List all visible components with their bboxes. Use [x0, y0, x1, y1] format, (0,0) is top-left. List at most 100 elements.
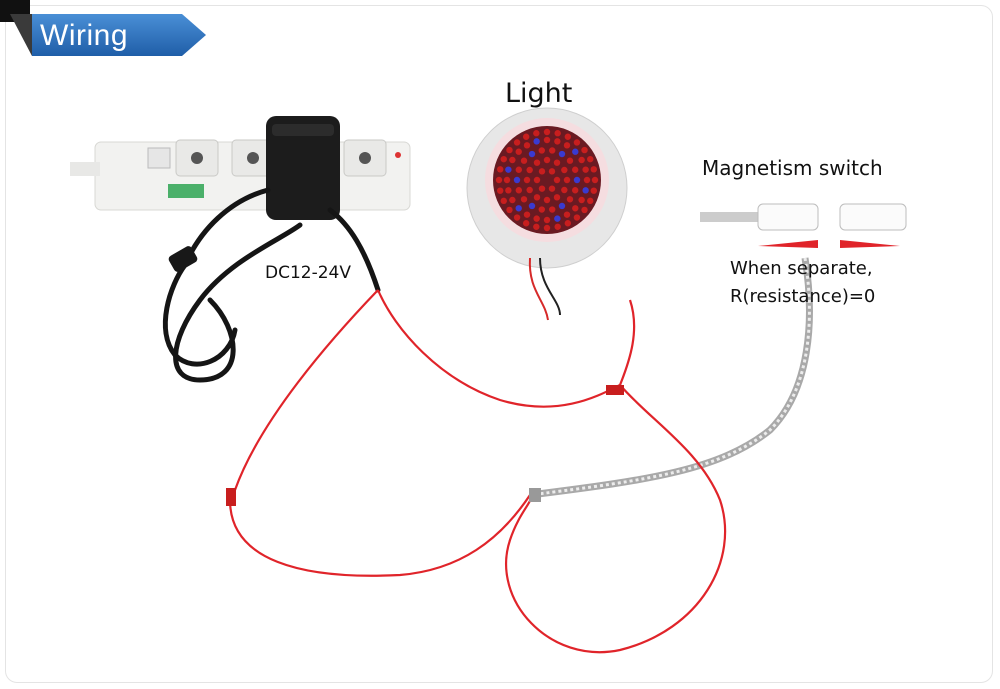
led-dot — [503, 176, 511, 184]
led-dot — [528, 150, 536, 158]
led-dot — [554, 130, 561, 137]
led-dot — [497, 187, 504, 194]
led-dot — [522, 133, 530, 140]
led-dot — [505, 187, 512, 194]
led-dot — [554, 138, 561, 145]
led-dot — [543, 196, 551, 204]
led-dot — [533, 223, 540, 230]
led-dot — [533, 176, 541, 184]
led-array — [495, 128, 599, 232]
led-dot — [526, 166, 533, 174]
led-dot — [553, 159, 561, 166]
led-dot — [573, 214, 581, 221]
led-dot — [523, 176, 531, 184]
led-dot — [523, 211, 531, 218]
power-adapter — [266, 116, 340, 220]
led-dot — [515, 148, 522, 155]
led-dot — [548, 168, 556, 175]
led-grow-light — [466, 107, 628, 321]
led-dot — [571, 187, 579, 194]
led-dot — [533, 138, 540, 145]
led-dot — [549, 147, 556, 154]
led-dot — [509, 196, 516, 204]
led-dot — [582, 166, 589, 173]
led-dot — [533, 194, 541, 201]
led-dot — [522, 220, 530, 227]
led-dot — [578, 156, 585, 164]
led-dot — [566, 196, 574, 203]
led-dot — [543, 128, 551, 136]
page-title: Wiring — [40, 19, 129, 52]
led-dot — [497, 166, 504, 173]
led-dot — [590, 187, 597, 194]
led-dot — [538, 168, 546, 175]
light-label: Light — [505, 78, 573, 109]
led-dot — [553, 194, 561, 201]
led-dot — [582, 187, 589, 194]
led-dot — [583, 176, 591, 184]
led-dot — [509, 156, 516, 164]
led-dot — [513, 139, 521, 146]
voltage-label: DC12-24V — [265, 263, 351, 283]
led-dot — [515, 205, 522, 212]
magnetic-switch — [700, 203, 907, 248]
cable-ferrule — [529, 488, 541, 502]
led-dot — [515, 187, 523, 194]
led-dot — [523, 142, 531, 149]
led-dot — [571, 166, 579, 173]
led-dot — [505, 166, 512, 173]
red-wires — [228, 289, 727, 654]
wire-connector — [606, 385, 624, 395]
barrel-connector — [168, 246, 198, 272]
led-dot — [558, 150, 566, 158]
led-dot — [563, 176, 571, 184]
led-dot — [513, 176, 521, 184]
separate-note-line1: When separate, — [730, 258, 873, 279]
led-dot — [581, 206, 588, 214]
led-dot — [538, 185, 546, 192]
led-dot — [528, 202, 536, 210]
section-title-tab — [10, 14, 210, 56]
led-dot — [564, 220, 572, 227]
led-dot — [566, 157, 574, 164]
led-dot — [549, 206, 556, 213]
led-dot — [506, 146, 513, 154]
led-dot — [533, 130, 540, 137]
led-dot — [548, 185, 556, 192]
led-dot — [558, 202, 566, 210]
separate-note-line2: R(resistance)=0 — [730, 286, 876, 307]
led-dot — [513, 214, 521, 221]
led-dot — [563, 211, 571, 218]
led-dot — [520, 157, 528, 164]
led-dot — [581, 146, 588, 154]
led-dot — [533, 159, 541, 166]
led-dot — [515, 166, 523, 173]
led-dot — [538, 147, 545, 154]
led-dot — [573, 139, 581, 146]
led-dot — [578, 196, 585, 204]
led-dot — [500, 155, 507, 163]
led-dot — [561, 186, 568, 194]
wire-connector — [226, 488, 236, 506]
led-dot — [553, 176, 561, 184]
magnetism-switch-label: Magnetism switch — [702, 156, 883, 180]
led-dot — [543, 156, 551, 164]
led-dot — [563, 142, 571, 149]
led-dot — [500, 197, 507, 205]
led-dot — [554, 215, 561, 222]
led-dot — [526, 186, 533, 194]
led-dot — [495, 176, 503, 184]
led-dot — [587, 155, 594, 163]
led-dot — [573, 176, 581, 184]
led-dot — [587, 197, 594, 205]
led-dot — [554, 223, 561, 230]
led-dot — [543, 224, 551, 232]
photo-frame — [5, 5, 993, 683]
led-dot — [590, 166, 597, 173]
led-dot — [591, 176, 599, 184]
led-dot — [572, 148, 579, 155]
led-dot — [533, 215, 540, 222]
led-dot — [506, 206, 513, 214]
led-dot — [572, 205, 579, 212]
